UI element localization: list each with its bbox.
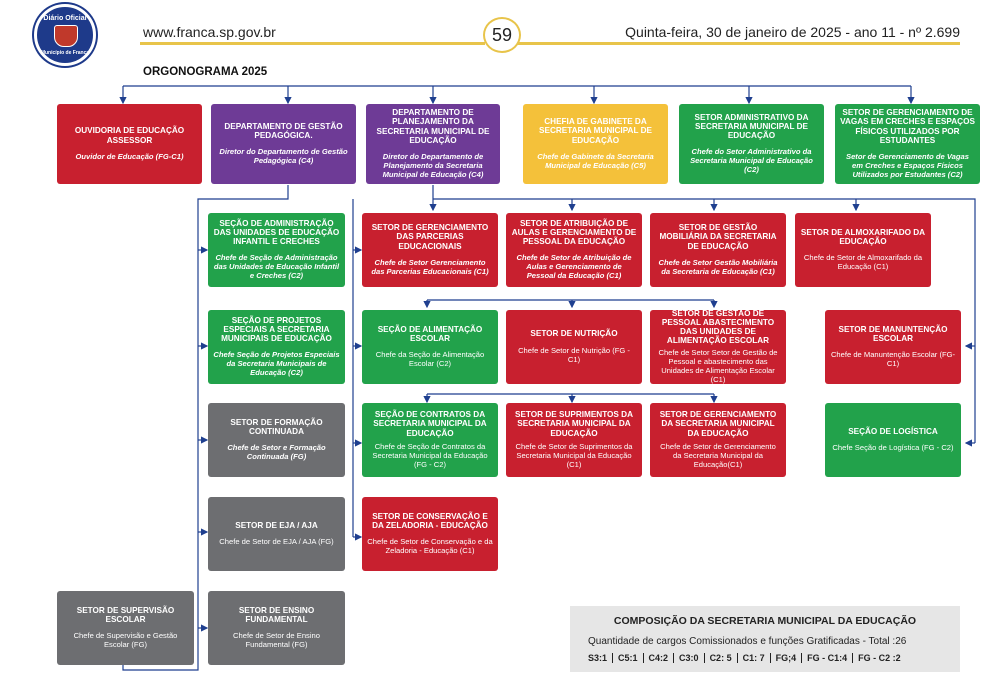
unit-secao-contratos[interactable]: SEÇÃO DE CONTRATOS DA SECRETARIA MUNICIP… [362,403,498,477]
unit-atribuicao-aulas[interactable]: SETOR DE ATRIBUIÇÃO DE AULAS E GERENCIAM… [506,213,642,287]
unit-secao-logistica[interactable]: SEÇÃO DE LOGÍSTICA Chefe Seção de Logíst… [825,403,961,477]
unit-gerenciamento-vagas[interactable]: SETOR DE GERENCIAMENTO DE VAGAS EM CRECH… [835,104,980,184]
unit-manutencao-escolar[interactable]: SETOR DE MANUNTENÇÃO ESCOLAR Chefe de Ma… [825,310,961,384]
count-item: FG - C1:4 [801,653,852,663]
unit-supervisao-escolar[interactable]: SETOR DE SUPERVISÃO ESCOLAR Chefe de Sup… [57,591,194,665]
composition-title: COMPOSIÇÃO DA SECRETARIA MUNICIPAL DA ED… [613,615,917,627]
unit-gestao-mobiliaria[interactable]: SETOR DE GESTÃO MOBILIÁRIA DA SECRETARIA… [650,213,786,287]
unit-dept-gestao-pedagogica[interactable]: DEPARTAMENTO DE GESTÃO PEDAGÓGICA. Diret… [211,104,356,184]
unit-eja-aja[interactable]: SETOR DE EJA / AJA Chefe de Setor de EJA… [208,497,345,571]
composition-counts: S3:1 C5:1 C4:2 C3:0 C2: 5 C1: 7 FG;4 FG … [588,653,950,663]
unit-ensino-fundamental[interactable]: SETOR DE ENSINO FUNDAMENTAL Chefe de Set… [208,591,345,665]
count-item: C2: 5 [703,653,737,663]
header-rule-left [140,42,485,45]
unit-dept-planejamento[interactable]: DEPARTAMENTO DE PLANEJAMENTO DA SECRETAR… [366,104,500,184]
unit-alimentacao-escolar[interactable]: SEÇÃO DE ALIMENTAÇÃO ESCOLAR Chefe da Se… [362,310,498,384]
count-item: S3:1 [588,653,608,663]
unit-parcerias-educacionais[interactable]: SETOR DE GERENCIAMENTO DAS PARCERIAS EDU… [362,213,498,287]
unit-gerenciamento-secretaria[interactable]: SETOR DE GERENCIAMENTO DA SECRETARIA MUN… [650,403,786,477]
count-item: C1: 7 [736,653,770,663]
count-item: FG - C2 :2 [852,653,906,663]
count-item: C3:0 [673,653,704,663]
chart-title: ORGONOGRAMA 2025 [143,66,268,78]
unit-formacao-continuada[interactable]: SETOR DE FORMAÇÃO CONTINUADA Chefe de Se… [208,403,345,477]
unit-nutricao[interactable]: SETOR DE NUTRIÇÃO Chefe de Setor de Nutr… [506,310,642,384]
unit-almoxarifado[interactable]: SETOR DE ALMOXARIFADO DA EDUCAÇÃO Chefe … [795,213,931,287]
count-item: FG;4 [769,653,802,663]
count-item: C4:2 [642,653,674,663]
header-url[interactable]: www.franca.sp.gov.br [143,24,276,40]
unit-chefia-gabinete[interactable]: CHEFIA DE GABINETE DA SECRETARIA MUNICIP… [523,104,668,184]
unit-ouvidoria[interactable]: OUVIDORIA DE EDUCAÇÃO ASSESSOR Ouvidor d… [57,104,202,184]
municipal-seal-logo: Diário Oficial Município de Franca [34,4,96,66]
composition-panel: COMPOSIÇÃO DA SECRETARIA MUNICIPAL DA ED… [570,606,960,672]
unit-secao-projetos-especiais[interactable]: SEÇÃO DE PROJETOS ESPECIAIS A SECRETARIA… [208,310,345,384]
count-item: C5:1 [612,653,643,663]
unit-suprimentos[interactable]: SETOR DE SUPRIMENTOS DA SECRETARIA MUNIC… [506,403,642,477]
unit-setor-administrativo[interactable]: SETOR ADMINISTRATIVO DA SECRETARIA MUNIC… [679,104,824,184]
seal-top-text: Diário Oficial [43,15,87,22]
seal-bottom-text: Município de Franca [40,50,90,56]
coat-of-arms-icon [54,25,78,47]
unit-secao-educacao-infantil[interactable]: SEÇÃO DE ADMINISTRAÇÃO DAS UNIDADES DE E… [208,213,345,287]
page-number: 59 [483,17,521,53]
header-rule-right [515,42,960,45]
unit-conservacao-zeladoria[interactable]: SETOR DE CONSERVAÇÃO E DA ZELADORIA - ED… [362,497,498,571]
unit-gestao-pessoal-abastecimento[interactable]: SETOR DE GESTÃO DE PESSOAL ABASTECIMENTO… [650,309,786,384]
header-date: Quinta-feira, 30 de janeiro de 2025 - an… [625,24,960,40]
composition-subtitle: Quantidade de cargos Comissionados e fun… [588,636,907,647]
